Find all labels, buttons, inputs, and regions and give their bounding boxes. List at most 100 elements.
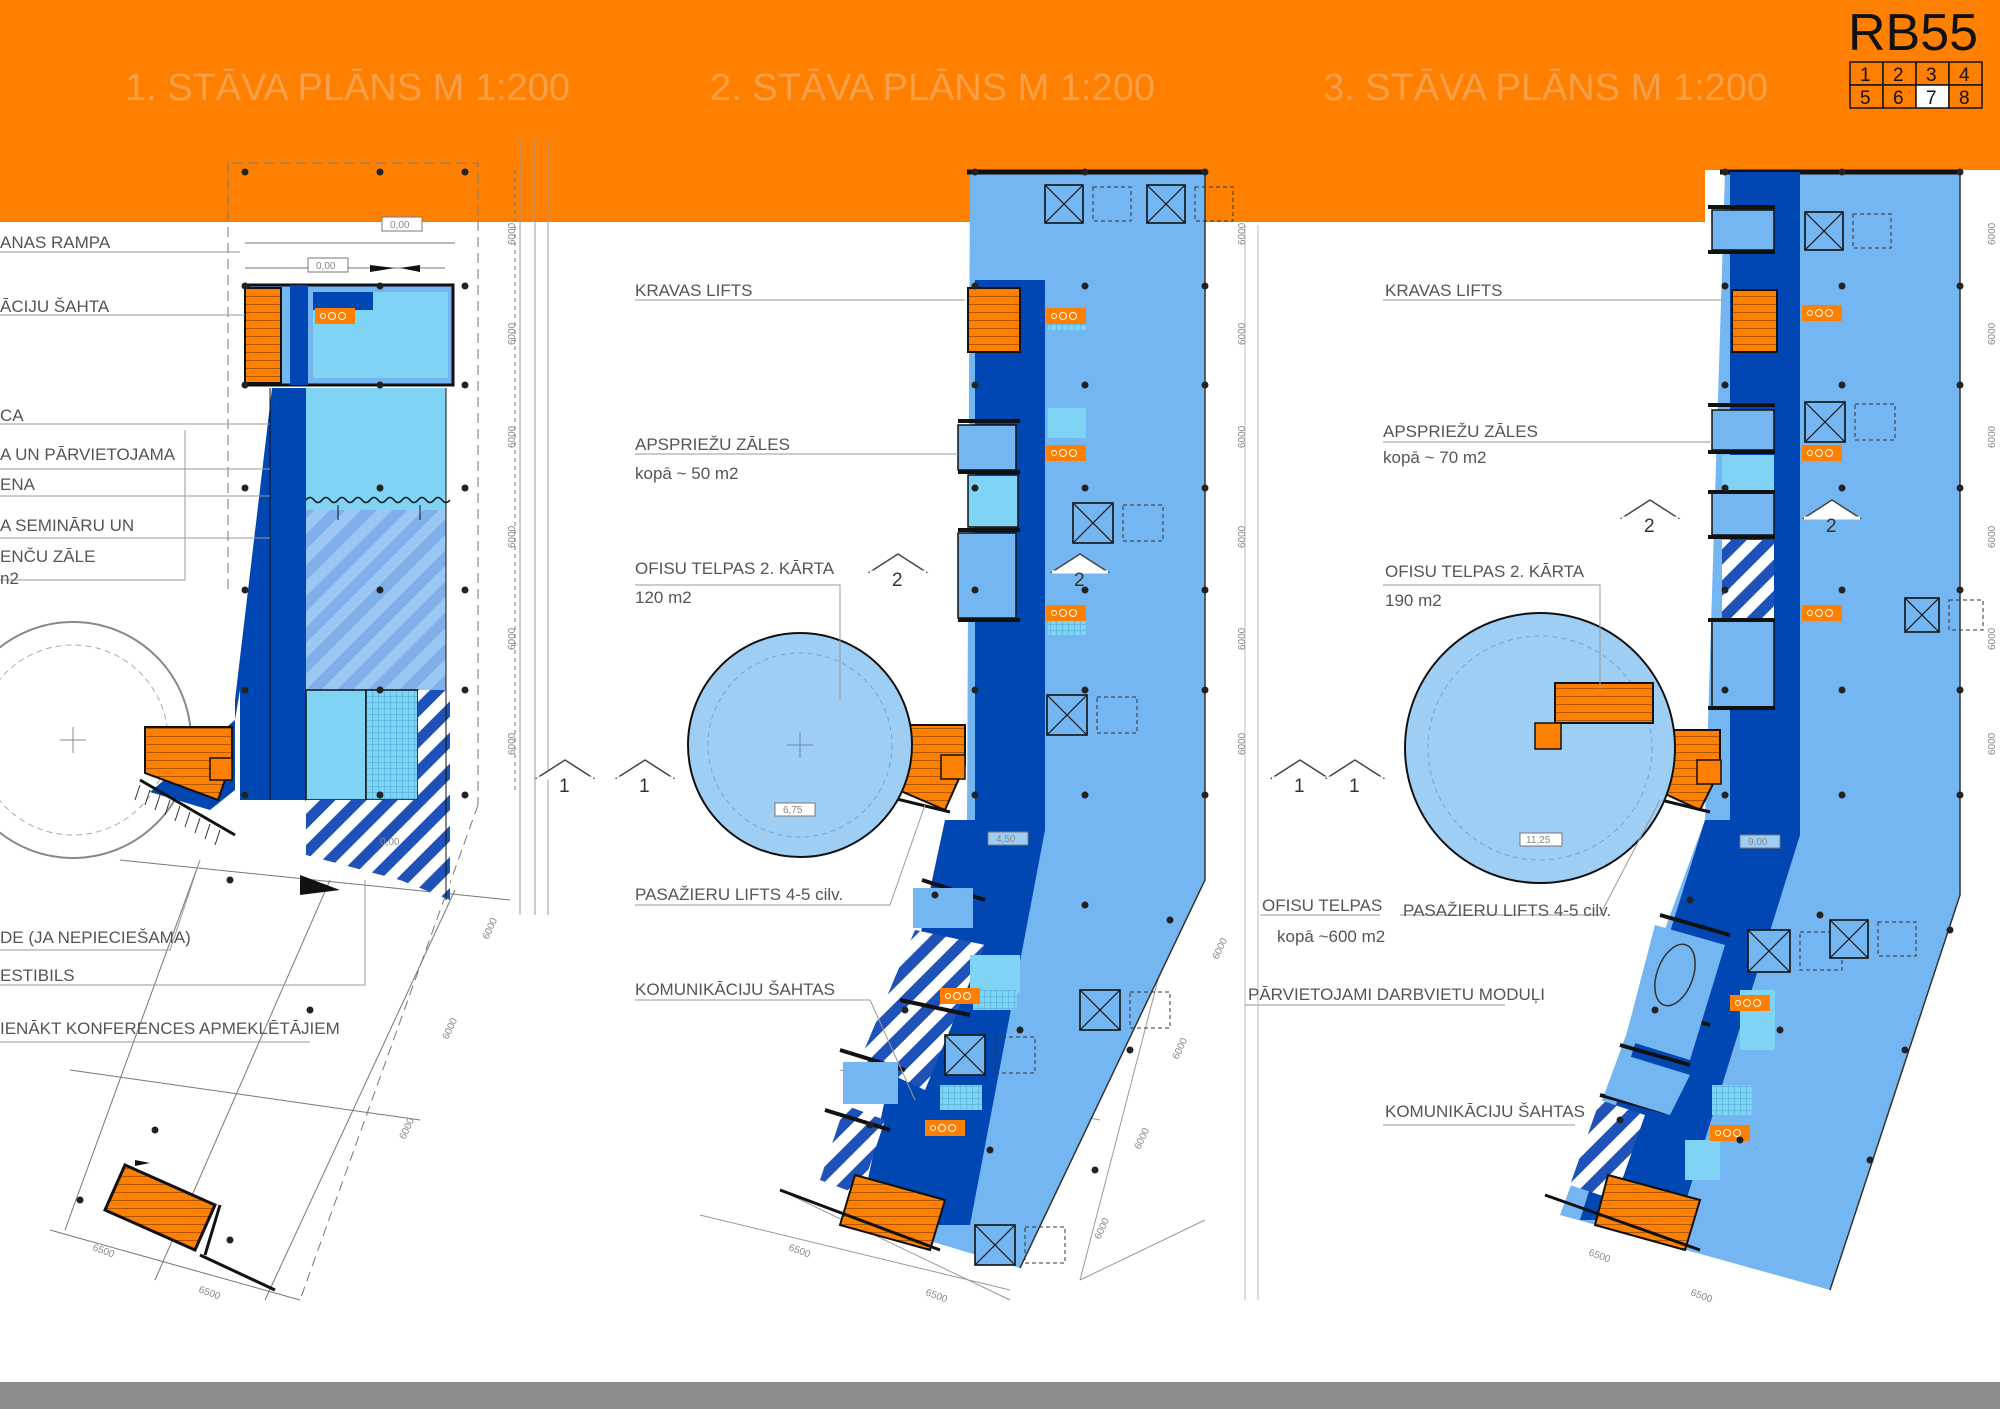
- plan1-label-10: IENĀKT KONFERENCES APMEKLĒTĀJIEM: [0, 1019, 340, 1038]
- grid-column-dot: [1081, 381, 1089, 389]
- grid-column-dot: [971, 282, 979, 290]
- plan1-label-0: ANAS RAMPA: [0, 233, 111, 252]
- plan3-south-stairs[interactable]: [1593, 1173, 1702, 1252]
- dimension-label: 6000: [1133, 1126, 1153, 1151]
- plan3-label-meeting-area: kopā ~ 70 m2: [1383, 448, 1487, 467]
- grid-column-dot: [1126, 1046, 1134, 1054]
- plan2-level-corridor: 4,50: [996, 834, 1016, 845]
- grid-column-dot: [931, 891, 939, 899]
- grid-column-dot: [241, 168, 249, 176]
- grid-column-dot: [241, 381, 249, 389]
- plan3-label-service-shafts: KOMUNIKĀCIJU ŠAHTAS: [1385, 1102, 1585, 1121]
- plan1-label-7: n2: [0, 569, 19, 588]
- sheet-number: 5: [1860, 88, 1871, 109]
- plan1-label-6: ENČU ZĀLE: [0, 547, 95, 566]
- grid-column-dot: [241, 484, 249, 492]
- grid-column-dot: [971, 586, 979, 594]
- plan3-label-offices-phase2-area: 190 m2: [1385, 591, 1442, 610]
- grid-column-dot: [1081, 901, 1089, 909]
- grid-column-dot: [1776, 1026, 1784, 1034]
- grid-column-dot: [376, 168, 384, 176]
- dimension-label: 6000: [1211, 936, 1231, 961]
- grid-column-dot: [1201, 381, 1209, 389]
- plan3-atrium-stairs[interactable]: [1554, 682, 1654, 724]
- grid-column-dot: [971, 168, 979, 176]
- grid-column-dot: [1721, 586, 1729, 594]
- grid-column-dot: [1081, 586, 1089, 594]
- grid-column-dot: [241, 282, 249, 290]
- section-marker-number: 1: [1349, 776, 1360, 797]
- plan2-label-offices-phase2-area: 120 m2: [635, 588, 692, 607]
- grid-column-dot: [1956, 282, 1964, 290]
- plan1-level-c: 0,00: [380, 837, 400, 848]
- grid-column-dot: [1838, 586, 1846, 594]
- grid-column-dot: [1956, 586, 1964, 594]
- grid-column-dot: [1201, 168, 1209, 176]
- grid-column-dot: [1686, 896, 1694, 904]
- plan2-south-stairs[interactable]: [838, 1173, 947, 1252]
- grid-column-dot: [1081, 484, 1089, 492]
- dimension-label: 6000: [481, 916, 501, 941]
- grid-column-dot: [1838, 381, 1846, 389]
- dimension-label: 6000: [507, 525, 518, 548]
- dimension-label: 6000: [1237, 732, 1248, 755]
- plan1-level-a: 0,00: [390, 220, 410, 231]
- grid-column-dot: [1946, 926, 1954, 934]
- dimension-label: 6000: [398, 1116, 418, 1141]
- plan-title-1: 1. STĀVA PLĀNS M 1:200: [125, 67, 570, 109]
- grid-column-dot: [306, 1006, 314, 1014]
- section-marker-number: 1: [639, 776, 650, 797]
- grid-column-dot: [1901, 1046, 1909, 1054]
- plan2-label-offices-phase2: OFISU TELPAS 2. KĀRTA: [635, 559, 835, 578]
- grid-column-dot: [971, 791, 979, 799]
- grid-column-dot: [1201, 484, 1209, 492]
- dimension-label: 6000: [1237, 222, 1248, 245]
- grid-column-dot: [241, 686, 249, 694]
- grid-column-dot: [376, 282, 384, 290]
- grid-column-dot: [1721, 282, 1729, 290]
- plan1-label-1: ĀCIJU ŠAHTA: [0, 297, 110, 316]
- plan1-label-4: ENA: [0, 475, 36, 494]
- plan1-south-stairs[interactable]: [103, 1163, 217, 1252]
- grid-column-dot: [1956, 168, 1964, 176]
- plan1-stairs-top[interactable]: [244, 287, 282, 384]
- grid-column-dot: [1201, 791, 1209, 799]
- grid-column-dot: [1838, 791, 1846, 799]
- dimension-label: 6500: [1587, 1247, 1612, 1265]
- plan2-label-offices-area: kopā ~600 m2: [1277, 927, 1385, 946]
- plan2-label-service-shafts: KOMUNIKĀCIJU ŠAHTAS: [635, 980, 835, 999]
- dimension-label: 6500: [787, 1242, 812, 1260]
- sheet-number: 4: [1959, 65, 1970, 86]
- plan-title-2: 2. STĀVA PLĀNS M 1:200: [710, 67, 1155, 109]
- grid-column-dot: [1866, 1156, 1874, 1164]
- grid-column-dot: [1721, 791, 1729, 799]
- dimension-label: 6000: [507, 732, 518, 755]
- section-marker-number: 2: [1826, 516, 1837, 537]
- sheet-cell-8[interactable]: [1948, 84, 1983, 109]
- plan1-label-8: DE (JA NEPIECIEŠAMA): [0, 928, 191, 947]
- plan2-label-offices: OFISU TELPAS: [1262, 896, 1382, 915]
- grid-column-dot: [1201, 586, 1209, 594]
- grid-column-dot: [971, 686, 979, 694]
- grid-column-dot: [461, 282, 469, 290]
- dimension-label: 6500: [924, 1287, 949, 1305]
- dimension-label: 6000: [1237, 322, 1248, 345]
- plan1-level-b: 0,00: [316, 261, 336, 272]
- dimension-label: 6000: [507, 425, 518, 448]
- grid-column-dot: [1838, 282, 1846, 290]
- grid-column-dot: [1956, 484, 1964, 492]
- dimension-label: 6500: [91, 1242, 116, 1260]
- dimension-label: 6000: [1987, 732, 1998, 755]
- grid-column-dot: [241, 791, 249, 799]
- grid-column-dot: [226, 876, 234, 884]
- grid-column-dot: [461, 586, 469, 594]
- dimension-label: 6000: [1987, 627, 1998, 650]
- grid-column-dot: [1201, 686, 1209, 694]
- grid-column-dot: [1081, 282, 1089, 290]
- plan-title-3: 3. STĀVA PLĀNS M 1:200: [1323, 67, 1768, 109]
- grid-column-dot: [1091, 1166, 1099, 1174]
- grid-column-dot: [1838, 168, 1846, 176]
- grid-column-dot: [1956, 686, 1964, 694]
- grid-column-dot: [226, 1236, 234, 1244]
- sheet-number: 8: [1959, 88, 1970, 109]
